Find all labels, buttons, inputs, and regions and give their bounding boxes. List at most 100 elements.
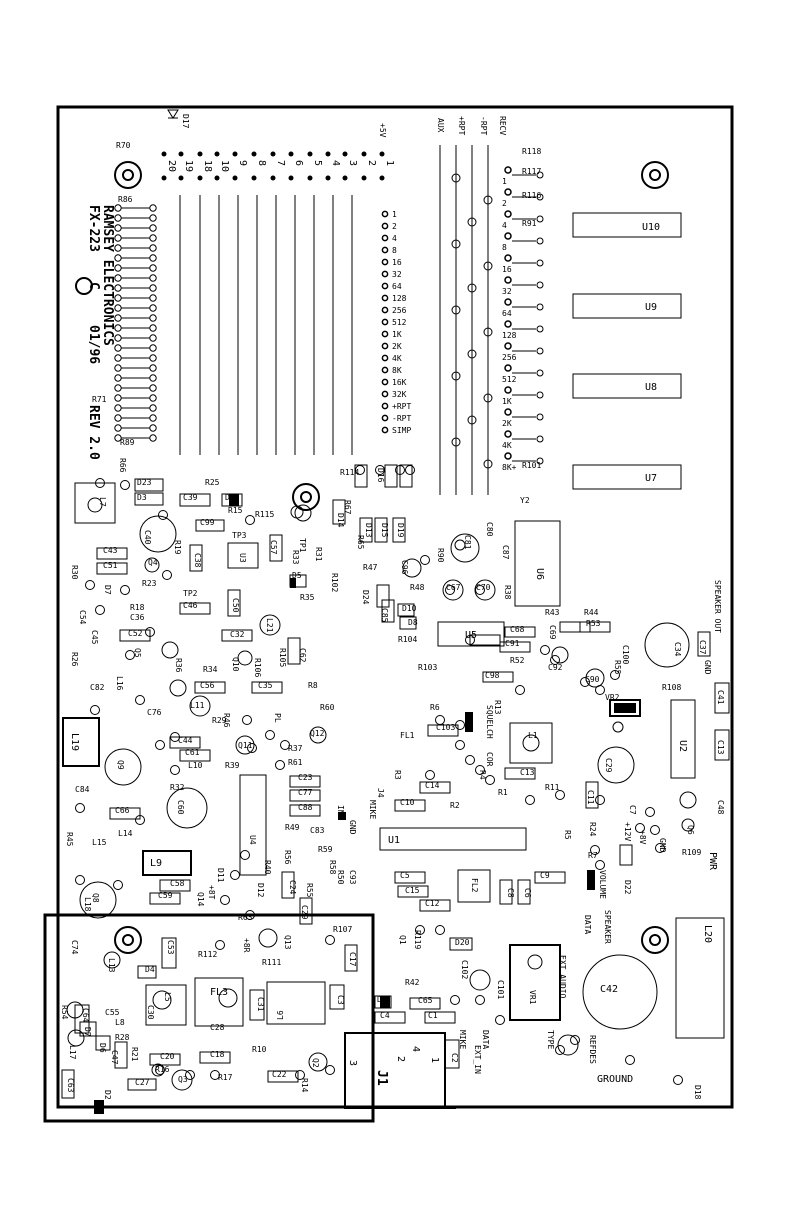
part-label-c41: C41 <box>716 690 725 705</box>
j1-connector <box>344 1032 446 1109</box>
dip-pin-label: 9 <box>237 160 248 166</box>
part-label-c13: C13 <box>716 740 725 755</box>
part-label-c88: C88 <box>298 803 313 812</box>
part-label-r18: R18 <box>130 603 145 612</box>
d17-diode-icon <box>167 109 179 119</box>
part-label-r10: R10 <box>252 1045 267 1054</box>
part-label-c92: C92 <box>548 663 563 672</box>
svg-text:U1: U1 <box>388 835 400 846</box>
part-label-c2: C2 <box>450 1053 459 1063</box>
ic-u4: U4 <box>239 774 267 876</box>
svg-text:VR1: VR1 <box>528 990 537 1005</box>
part-label-r11: R11 <box>545 783 560 792</box>
board-model: FX-223 <box>86 205 101 252</box>
part-label-c90: C90 <box>585 675 600 684</box>
resistor-ladder-r86 <box>114 204 157 442</box>
board-rev: REV 2.0 <box>86 405 101 460</box>
part-label-d1: D1 <box>225 493 235 502</box>
svg-text:SPEAKER OUT: SPEAKER OUT <box>713 580 722 633</box>
svg-text:PWR: PWR <box>707 852 718 871</box>
part-label-r61: R61 <box>288 758 303 767</box>
svg-text:C29: C29 <box>604 758 613 773</box>
svg-text:U4: U4 <box>248 835 257 845</box>
part-label-r26: R26 <box>70 652 79 667</box>
part-label-c15: C15 <box>405 886 420 895</box>
svg-text:U6: U6 <box>534 568 545 580</box>
part-label-c103: C103 <box>436 723 455 732</box>
mounting-hole <box>292 483 320 511</box>
part-label-r21: R21 <box>130 1047 139 1062</box>
svg-text:U8: U8 <box>645 382 657 393</box>
part-label-c44: C44 <box>178 736 193 745</box>
dip-pin-label: 7 <box>275 160 286 166</box>
part-label-r49: R49 <box>285 823 300 832</box>
part-label-q12: Q12 <box>310 729 325 738</box>
part-label-c5: C5 <box>400 871 410 880</box>
part-label-r53: R53 <box>586 619 601 628</box>
part-label-r39: R39 <box>225 761 240 770</box>
c42-capacitor: C42 <box>582 954 658 1030</box>
dip-pin-label: 5 <box>312 160 323 166</box>
copyright-mark: C <box>86 282 101 290</box>
part-label-c87: C87 <box>501 545 510 560</box>
part-label-r119: R119 <box>413 930 422 949</box>
part-label-d7: D7 <box>103 585 112 595</box>
part-label-c14: C14 <box>425 781 440 790</box>
l19-inductor: L19 <box>62 717 100 767</box>
binary-label: 4 <box>392 234 397 243</box>
part-label-r19: R19 <box>173 540 182 555</box>
svg-text:MIKE: MIKE <box>458 1030 467 1049</box>
part-label-c20: C20 <box>160 1052 175 1061</box>
svg-text:J1: J1 <box>374 1070 389 1086</box>
part-label-q6: Q6 <box>686 825 695 835</box>
part-label-c12: C12 <box>425 899 440 908</box>
ic-u9: U9 <box>572 293 682 319</box>
part-label-r36: R36 <box>174 658 183 673</box>
part-label-d23: D23 <box>137 478 152 487</box>
q8-transistor: Q8 <box>79 881 117 919</box>
r70-label: R70 <box>116 141 131 150</box>
part-label-q1: Q1 <box>398 935 407 945</box>
right-column-bus <box>439 145 489 495</box>
part-label-d16: D16 <box>376 468 385 483</box>
part-label-r112: R112 <box>198 950 217 959</box>
part-label-r90: R90 <box>436 548 445 563</box>
binary-label: 1K <box>392 330 402 339</box>
svg-text:L1: L1 <box>528 731 538 740</box>
part-label-c31: C31 <box>256 997 265 1012</box>
d17-label: D17 <box>181 114 190 129</box>
part-label-r65: R65 <box>356 535 365 550</box>
binary-label: 2 <box>392 222 397 231</box>
svg-text:EXT_IN: EXT_IN <box>473 1045 482 1074</box>
part-label-l15: L15 <box>92 838 107 847</box>
q9-transistor: Q9 <box>104 748 142 786</box>
binary-label: 128 <box>392 294 407 303</box>
part-label-d19: D19 <box>396 523 405 538</box>
part-label-c22: C22 <box>272 1070 287 1079</box>
svg-text:L9: L9 <box>150 858 162 869</box>
ic-u6: U6 <box>514 520 561 607</box>
part-label-r58: R58 <box>328 860 337 875</box>
part-label-r54: R54 <box>60 1005 69 1020</box>
part-label-r63: R63 <box>238 913 253 922</box>
part-label-r109: R109 <box>682 848 701 857</box>
part-label-r40: R40 <box>263 860 272 875</box>
part-label-c48: C48 <box>716 800 725 815</box>
part-label-c24: C24 <box>288 880 297 895</box>
c40-capacitor: C40 <box>139 515 177 553</box>
part-label-d9: D9 <box>377 995 387 1004</box>
part-label-c81: C81 <box>463 535 472 550</box>
part-label-r55: R55 <box>613 660 622 675</box>
binary-label: 16 <box>502 265 512 274</box>
part-label-d5: D5 <box>292 571 302 580</box>
copyright-circle <box>75 277 93 295</box>
part-label-d3: D3 <box>137 493 147 502</box>
part-label-r1: R1 <box>498 788 508 797</box>
part-label-q11: Q11 <box>238 741 253 750</box>
svg-text:1: 1 <box>429 1057 440 1063</box>
part-label-r47: R47 <box>363 563 378 572</box>
vr1-regulator: VR1 <box>509 944 561 1021</box>
part-label-c93: C93 <box>348 870 357 885</box>
part-label-r6: R6 <box>430 703 440 712</box>
